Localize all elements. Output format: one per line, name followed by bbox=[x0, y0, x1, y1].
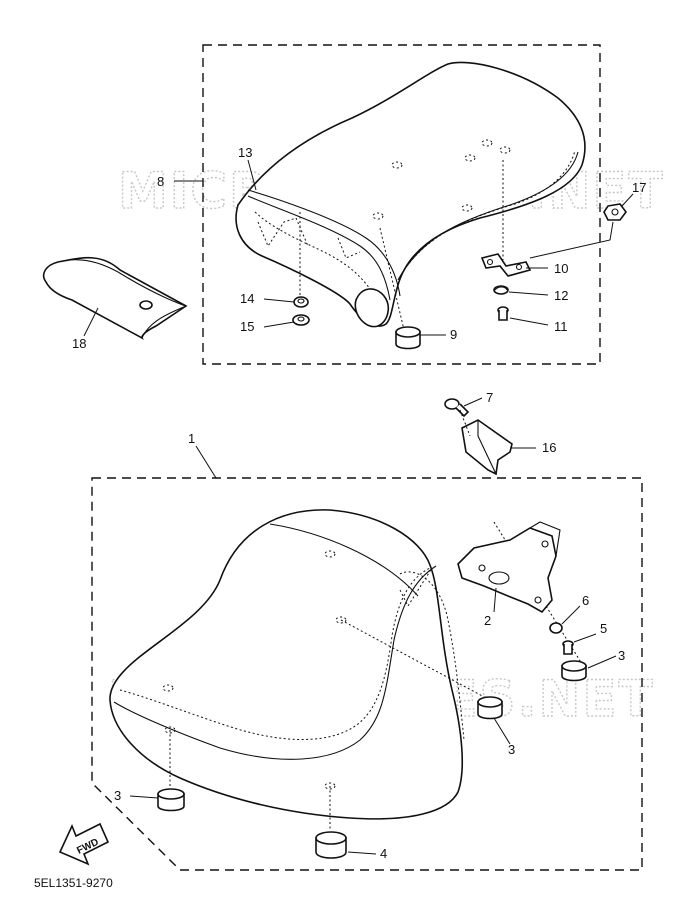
part-3-damper-right bbox=[561, 660, 587, 682]
part-3-damper-left bbox=[157, 788, 185, 812]
rider-seat-group-box bbox=[91, 477, 643, 871]
part-9-damper bbox=[395, 326, 421, 350]
part-18-cover bbox=[42, 256, 188, 340]
label-part-3-right: 3 bbox=[618, 648, 625, 663]
part-16-bracket bbox=[461, 419, 513, 476]
rider-seat bbox=[109, 509, 465, 820]
label-part-17: 17 bbox=[632, 180, 646, 195]
part-12-washer bbox=[493, 285, 509, 295]
diagram-code: 5EL1351-9270 bbox=[34, 876, 113, 890]
label-part-2: 2 bbox=[484, 613, 491, 628]
part-17-nut bbox=[603, 203, 627, 221]
label-part-13: 13 bbox=[238, 145, 252, 160]
passenger-seat-group-box bbox=[202, 44, 601, 365]
part-14-collar bbox=[293, 296, 309, 308]
label-part-5: 5 bbox=[600, 621, 607, 636]
label-part-4: 4 bbox=[380, 846, 387, 861]
label-part-11: 11 bbox=[554, 319, 568, 334]
part-10-bracket bbox=[480, 253, 532, 277]
part-3-damper-middle bbox=[477, 696, 503, 720]
label-part-3-left: 3 bbox=[114, 788, 121, 803]
label-part-12: 12 bbox=[554, 288, 568, 303]
label-part-14: 14 bbox=[240, 291, 254, 306]
part-7-bolt bbox=[444, 398, 470, 418]
label-part-16: 16 bbox=[542, 440, 556, 455]
label-part-10: 10 bbox=[554, 261, 568, 276]
label-part-9: 9 bbox=[450, 327, 457, 342]
part-15-nut bbox=[292, 314, 310, 326]
label-part-7: 7 bbox=[486, 390, 493, 405]
passenger-seat bbox=[235, 61, 586, 328]
leader-lines bbox=[83, 159, 634, 855]
label-part-6: 6 bbox=[582, 593, 589, 608]
label-part-3-middle: 3 bbox=[508, 742, 515, 757]
part-6-washer bbox=[549, 622, 563, 634]
label-part-1: 1 bbox=[188, 431, 195, 446]
part-4-damper bbox=[315, 831, 347, 859]
part-5-bolt bbox=[562, 640, 574, 655]
label-part-18: 18 bbox=[72, 336, 86, 351]
part-2-bracket bbox=[457, 521, 561, 614]
fwd-arrow-icon: FWD bbox=[58, 822, 110, 866]
label-part-15: 15 bbox=[240, 319, 254, 334]
label-part-8: 8 bbox=[157, 174, 164, 189]
part-11-bolt bbox=[497, 306, 509, 321]
